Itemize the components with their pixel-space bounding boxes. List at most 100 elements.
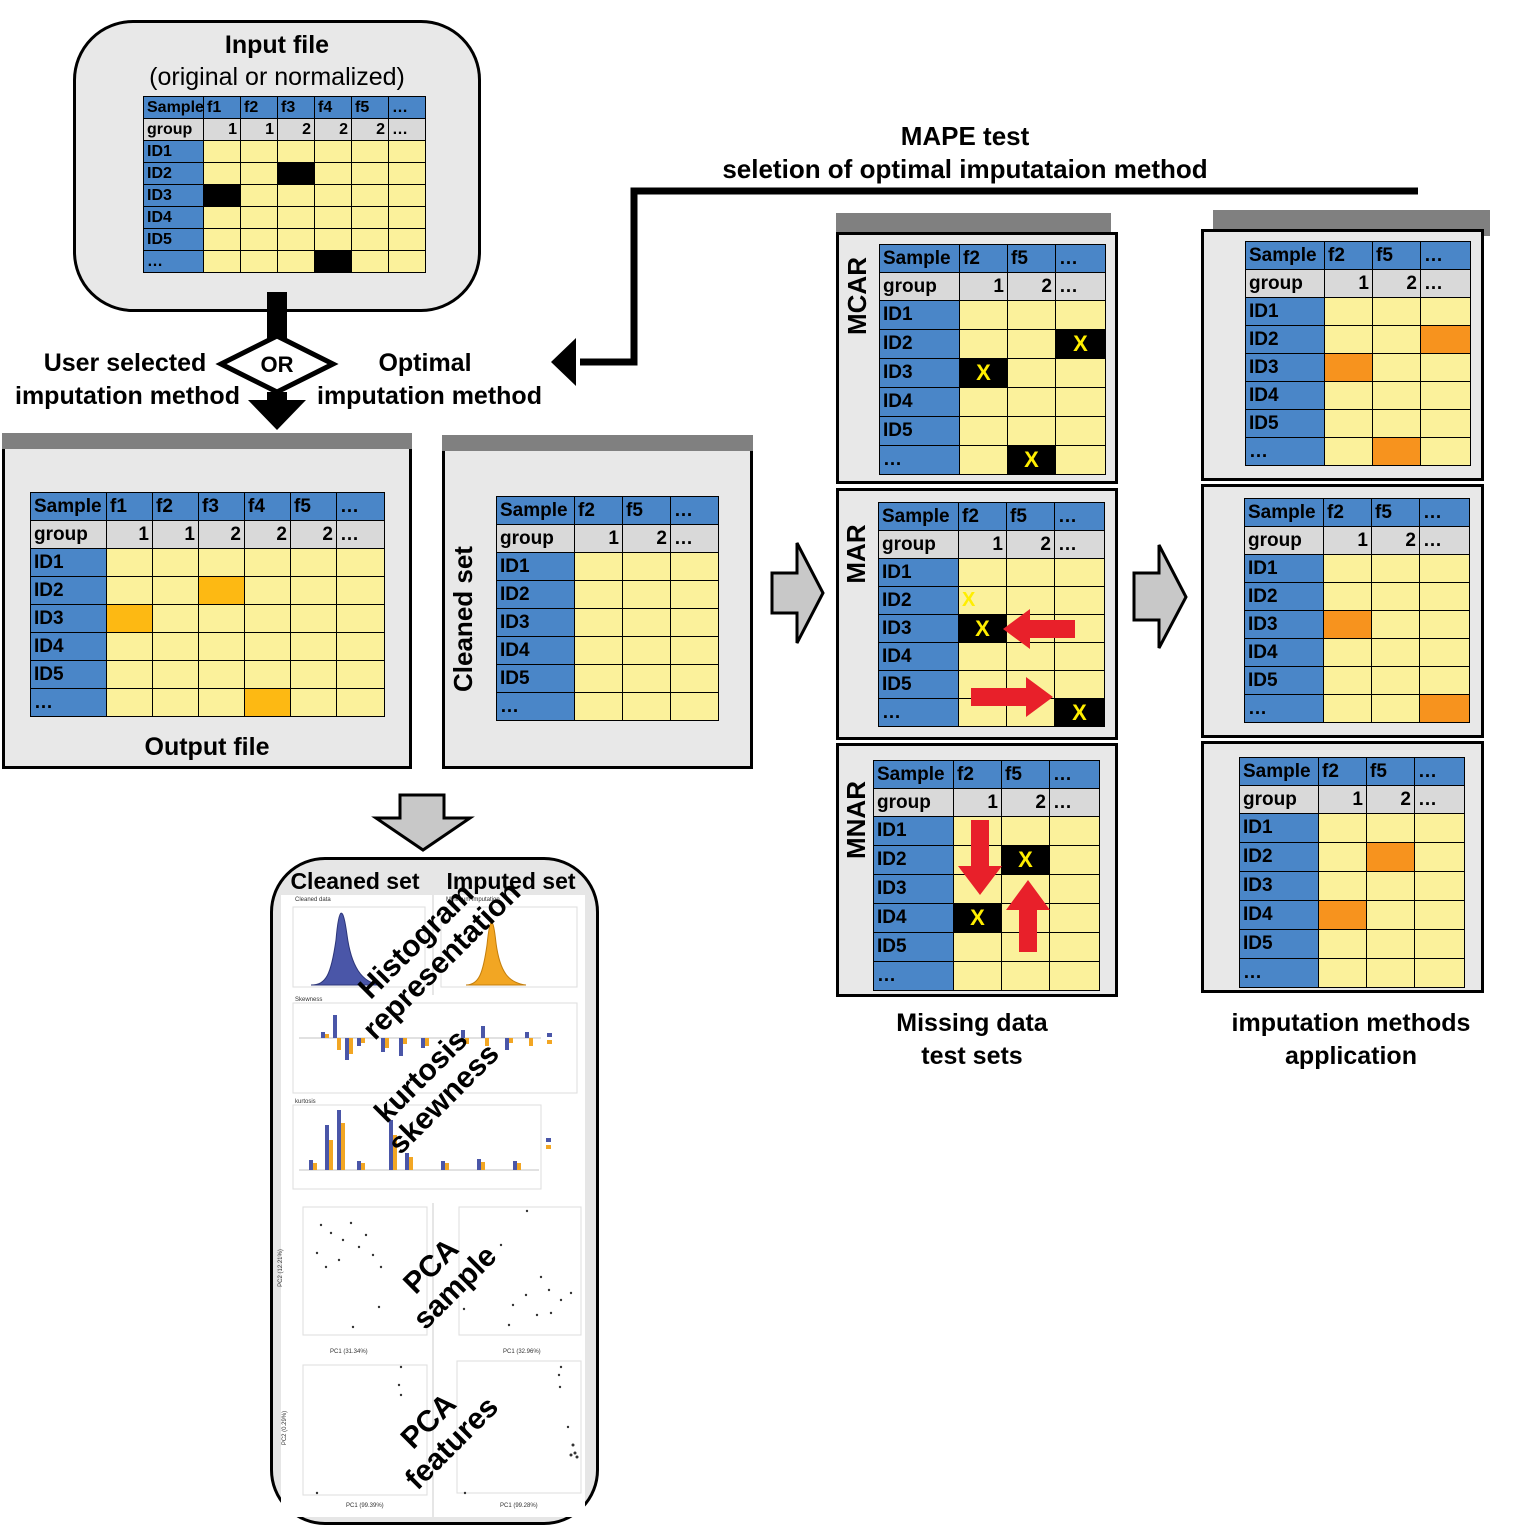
- mape-title: MAPE test: [900, 121, 1030, 151]
- group-cell: 1: [106, 520, 153, 549]
- group-cell: 2: [1007, 272, 1056, 301]
- header-cell: f2: [1318, 757, 1367, 786]
- kurtosis-bars: [309, 1110, 521, 1170]
- mnar-label: MNAR: [841, 781, 871, 859]
- id-cell: ID4: [30, 632, 107, 661]
- header-cell: Sample: [1239, 757, 1319, 786]
- header-cell: f1: [203, 96, 241, 119]
- id-cell: ID1: [496, 552, 575, 581]
- id-cell: ID5: [879, 416, 960, 446]
- missing-x-cell: X: [958, 614, 1007, 643]
- mini-kurt-title: kurtosis: [295, 1099, 316, 1105]
- arrow-to-test-sets: [770, 542, 825, 644]
- id-cell: ID1: [30, 548, 107, 577]
- group-cell: …: [1049, 788, 1100, 817]
- id-cell: …: [1244, 694, 1324, 723]
- cleaned-histogram: [310, 912, 382, 986]
- id-cell: …: [1245, 437, 1325, 466]
- id-cell: …: [30, 688, 107, 717]
- optimal-label-1: Optimal: [378, 349, 472, 377]
- mini-pc1-clean: PC1 (31.34%): [330, 1349, 368, 1355]
- header-cell: f5: [290, 492, 337, 521]
- mini-pc1-imp: PC1 (32.96%): [503, 1349, 541, 1355]
- arrow-to-application: [1132, 544, 1188, 649]
- id-cell: ID3: [878, 614, 959, 643]
- cleaned-panel-bar: [442, 435, 753, 451]
- id-cell: ID3: [879, 358, 960, 388]
- id-cell: ID2: [878, 586, 959, 615]
- id-cell: ID2: [1245, 325, 1325, 354]
- id-cell: ID3: [1239, 871, 1319, 901]
- header-cell: …: [1414, 757, 1465, 786]
- id-cell: …: [878, 698, 959, 727]
- id-cell: ID5: [1244, 666, 1324, 695]
- imputed-cell: [1420, 325, 1471, 354]
- group-cell: 1: [152, 520, 199, 549]
- group-cell: 1: [959, 272, 1008, 301]
- test-sets-caption-2: test sets: [921, 1042, 1023, 1070]
- group-cell: 2: [622, 524, 671, 553]
- header-cell: f5: [1007, 244, 1056, 273]
- missing-x-cell: X: [958, 586, 1007, 615]
- id-cell: ID2: [1244, 582, 1324, 611]
- id-cell: ID2: [879, 329, 960, 359]
- header-cell: f2: [1323, 498, 1372, 527]
- skewness-bars: [321, 1015, 533, 1060]
- output-table: Sample f1 f2 f3 f4 f5 … group 1 1 2 2 2 …: [30, 492, 385, 717]
- header-cell: f2: [953, 760, 1002, 789]
- missing-cell: [203, 184, 241, 207]
- header-cell: f5: [1372, 241, 1421, 270]
- id-cell: ID3: [30, 604, 107, 633]
- id-cell: ID4: [1244, 638, 1324, 667]
- imputed-cell: [1419, 694, 1470, 723]
- group-cell: 1: [958, 530, 1007, 559]
- id-cell: …: [879, 445, 960, 475]
- header-cell: …: [1055, 244, 1106, 273]
- mini-imputed-title: Minimum imputation: [446, 897, 500, 903]
- header-cell: …: [670, 496, 719, 525]
- missing-x-cell: X: [953, 903, 1002, 933]
- id-cell: ID2: [496, 580, 575, 609]
- header-cell: f4: [244, 492, 291, 521]
- group-cell: …: [1054, 530, 1105, 559]
- header-cell: f5: [1001, 760, 1050, 789]
- id-cell: ID3: [1245, 353, 1325, 382]
- header-cell: f3: [198, 492, 245, 521]
- id-cell: ID4: [878, 642, 959, 671]
- output-arrow-head: [248, 400, 306, 430]
- id-cell: ID5: [143, 228, 204, 251]
- header-cell: f2: [240, 96, 278, 119]
- group-cell: 2: [1366, 785, 1415, 814]
- user-selected-label-1: User selected: [43, 349, 207, 377]
- id-cell: ID2: [30, 576, 107, 605]
- mcar-label: MCAR: [842, 257, 872, 335]
- input-file-subtitle: (original or normalized): [149, 63, 405, 91]
- id-cell: ID5: [878, 670, 959, 699]
- input-table: Sample f1 f2 f3 f4 f5 … group 1 1 2 2 2 …: [143, 96, 426, 273]
- mape-arrow-head: [551, 338, 576, 386]
- or-label: OR: [260, 352, 294, 377]
- group-cell: 1: [1323, 526, 1372, 555]
- id-cell: …: [1239, 958, 1319, 988]
- group-cell: 1: [574, 524, 623, 553]
- group-cell: 1: [953, 788, 1002, 817]
- group-cell: 2: [1371, 526, 1420, 555]
- id-cell: …: [496, 692, 575, 721]
- id-cell: ID4: [1245, 381, 1325, 410]
- imputed-cell: [1318, 900, 1367, 930]
- header-cell: f2: [959, 244, 1008, 273]
- group-cell: group: [878, 530, 959, 559]
- header-cell: f5: [1366, 757, 1415, 786]
- id-cell: ID2: [873, 845, 954, 875]
- header-cell: f5: [351, 96, 389, 119]
- header-cell: f3: [277, 96, 315, 119]
- input-file-title: Input file: [224, 31, 330, 59]
- id-cell: ID5: [1245, 409, 1325, 438]
- header-cell: Sample: [1244, 498, 1324, 527]
- application-table-2: Sample f2 f5 … group 1 2 … ID1 ID2 ID3 I…: [1244, 498, 1470, 723]
- id-cell: …: [143, 250, 204, 273]
- application-caption-1: imputation methods: [1231, 1009, 1471, 1037]
